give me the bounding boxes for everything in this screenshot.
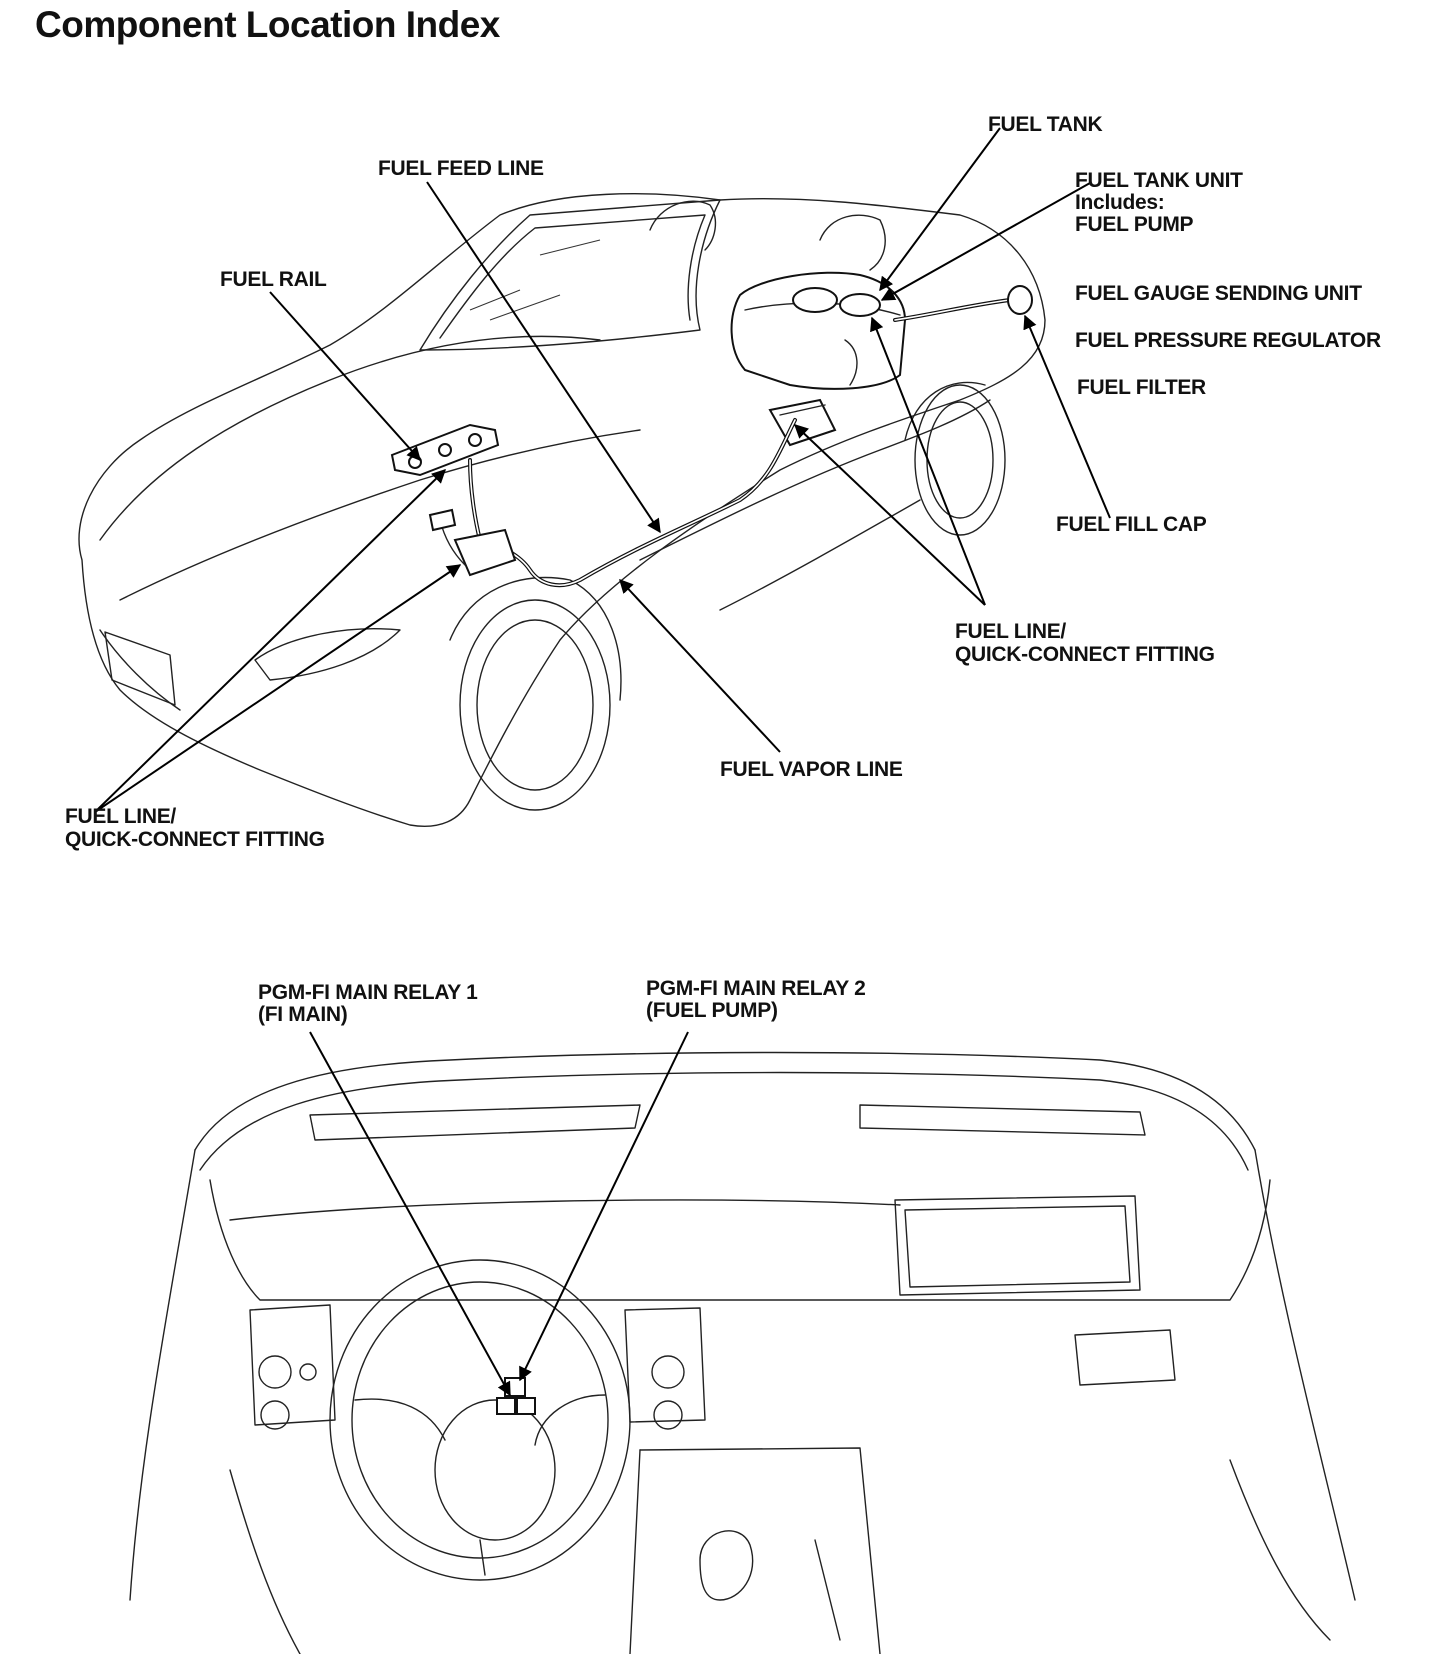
dashboard-illustration (129, 1051, 1356, 1654)
label-fuel-pressure-regulator: FUEL PRESSURE REGULATOR (1075, 329, 1381, 352)
label-fuel-line-front: FUEL LINE/ QUICK-CONNECT FITTING (65, 805, 325, 851)
label-fuel-rail: FUEL RAIL (220, 268, 327, 291)
label-fuel-fill-cap: FUEL FILL CAP (1056, 513, 1207, 536)
label-fuel-filter: FUEL FILTER (1077, 376, 1206, 399)
fuel-tank-assembly (730, 271, 1033, 447)
label-fuel-feed-line: FUEL FEED LINE (378, 157, 544, 180)
label-pgm-fi-main-relay-2: PGM-FI MAIN RELAY 2 (FUEL PUMP) (646, 977, 866, 1022)
label-pgm-fi-main-relay-1: PGM-FI MAIN RELAY 1 (FI MAIN) (258, 981, 478, 1026)
label-fuel-line-rear: FUEL LINE/ QUICK-CONNECT FITTING (955, 620, 1215, 666)
label-fuel-tank: FUEL TANK (988, 113, 1103, 136)
page-title: Component Location Index (35, 4, 500, 45)
label-fuel-vapor-line: FUEL VAPOR LINE (720, 758, 903, 781)
label-fuel-tank-unit: FUEL TANK UNIT Includes: FUEL PUMP (1075, 169, 1243, 236)
leader-lines-bottom (309, 1031, 689, 1397)
fuel-lines (390, 418, 797, 588)
label-fuel-gauge-sending-unit: FUEL GAUGE SENDING UNIT (1075, 282, 1362, 305)
car-illustration (78, 193, 1046, 827)
leader-lines-top (94, 127, 1111, 813)
